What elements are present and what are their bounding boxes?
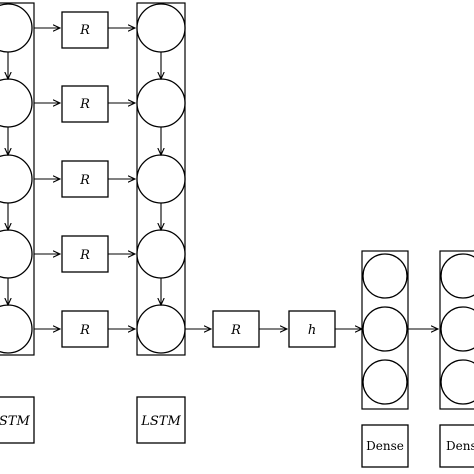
dense-1-label: Dense xyxy=(366,439,404,453)
residual-label: R xyxy=(79,248,90,263)
dense-layer-2-frame xyxy=(439,250,474,410)
lstm-2-cell xyxy=(136,229,186,279)
dense-layer-1-frame xyxy=(361,250,409,410)
lstm-2-cell xyxy=(136,304,186,354)
lstm-layer-2 xyxy=(136,2,186,356)
lstm-1-label: LSTM xyxy=(0,414,30,429)
dense-2-neuron xyxy=(440,253,474,299)
hidden-state-label: h xyxy=(308,323,316,338)
lstm-1-cell xyxy=(0,304,33,354)
dense-1-neuron xyxy=(362,306,408,352)
lstm-1-cell xyxy=(0,229,33,279)
residual-label: R xyxy=(79,97,90,112)
lstm-2-label-box xyxy=(136,396,186,444)
final-residual-label: R xyxy=(230,323,241,338)
lstm-2-cell xyxy=(136,3,186,53)
dense-1-label-box xyxy=(361,424,409,468)
residual-box xyxy=(61,160,109,198)
dense-layer-2 xyxy=(439,250,474,410)
residual-box xyxy=(61,235,109,273)
dense-2-label: Dense xyxy=(446,439,474,453)
dense-2-label-box xyxy=(439,424,474,468)
final-residual-box xyxy=(212,310,260,348)
dense-2-neuron xyxy=(440,306,474,352)
residual-label: R xyxy=(79,323,90,338)
lstm-2-label: LSTM xyxy=(140,414,181,429)
lstm-1-cell xyxy=(0,3,33,53)
lstm-2-cell xyxy=(136,154,186,204)
lstm-1-cell xyxy=(0,154,33,204)
lstm-1-cell xyxy=(0,78,33,128)
lstm-layer-1 xyxy=(0,2,35,356)
residual-box xyxy=(61,85,109,123)
residual-column: R R R R R xyxy=(34,11,135,348)
dense-2-neuron xyxy=(440,359,474,405)
lstm-2-cell xyxy=(136,78,186,128)
hidden-state-box xyxy=(288,310,336,348)
residual-box xyxy=(61,11,109,49)
lstm-1-label-box xyxy=(0,396,35,444)
residual-label: R xyxy=(79,173,90,188)
dense-1-neuron xyxy=(362,253,408,299)
residual-label: R xyxy=(79,23,90,38)
dense-layer-1 xyxy=(361,250,409,410)
dense-1-neuron xyxy=(362,359,408,405)
